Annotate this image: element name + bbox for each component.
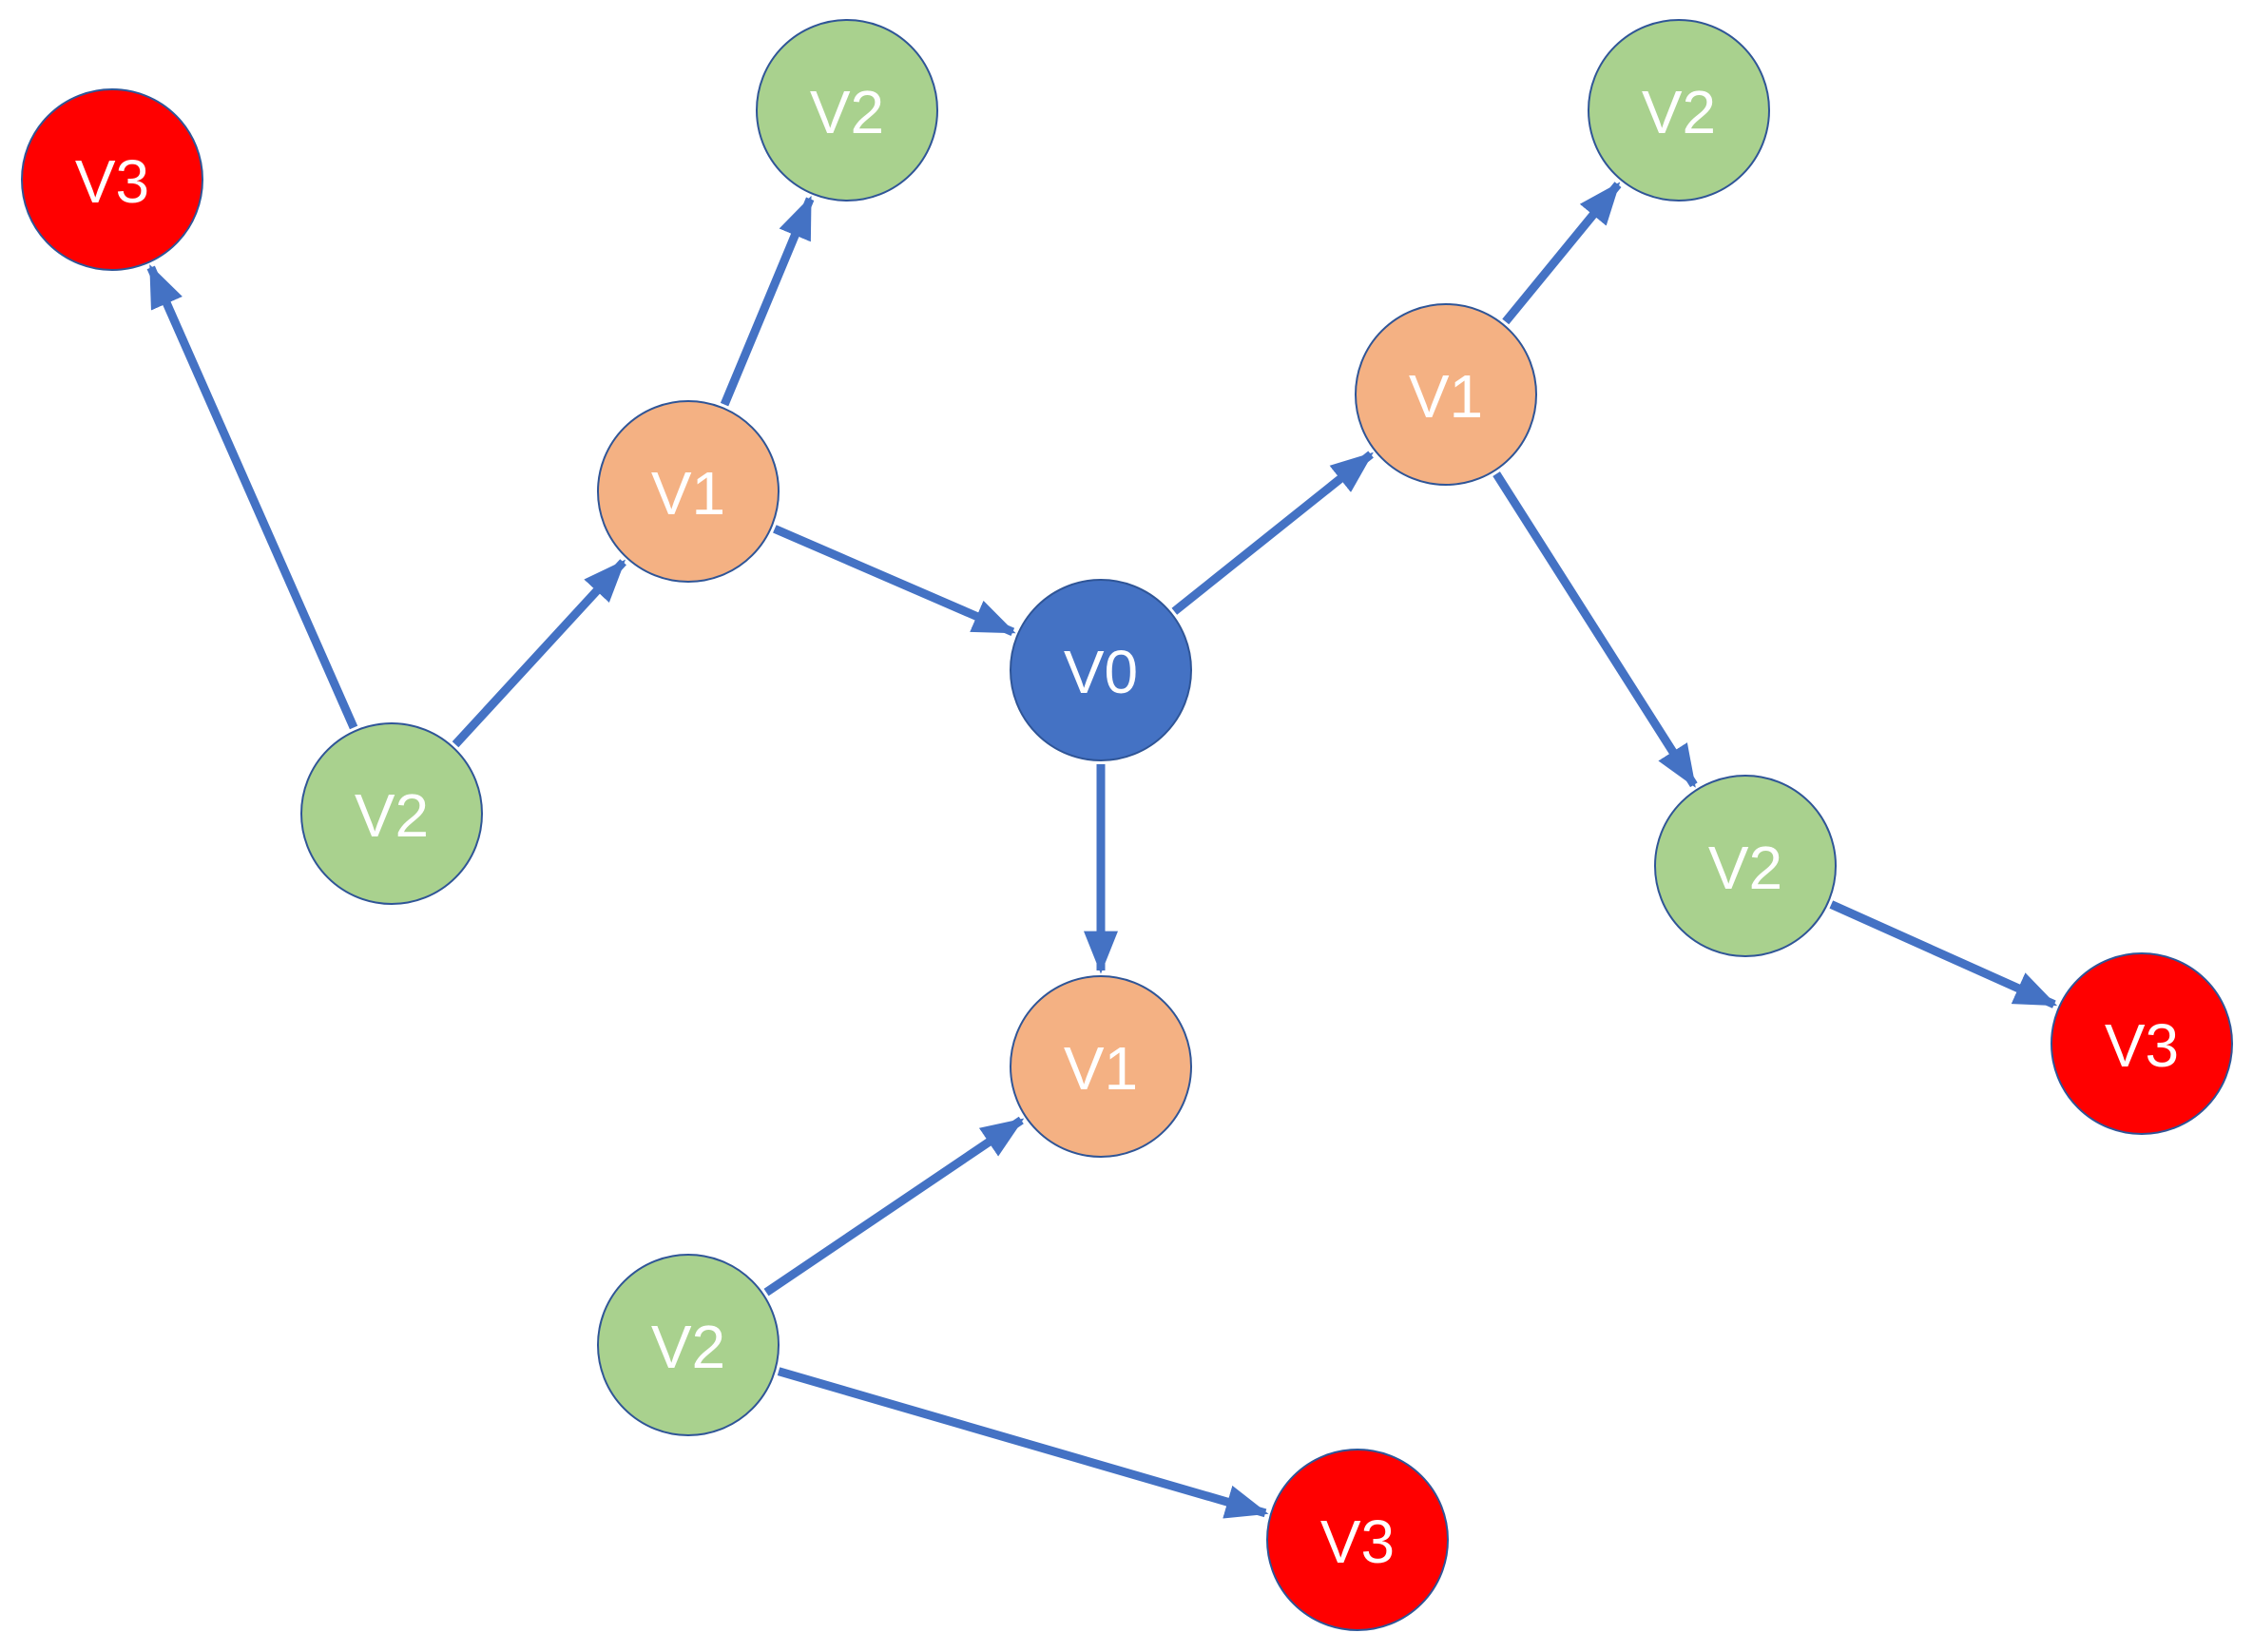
node-circle [1588, 19, 1770, 202]
node-label: V3 [2105, 1011, 2179, 1080]
edge-n8-to-n3 [763, 1116, 1025, 1297]
node-label: V2 [355, 781, 429, 850]
node-v2-n5: V2 [756, 19, 938, 202]
node-v3-n10: V3 [2051, 952, 2233, 1135]
node-v1-n3: V1 [1010, 975, 1192, 1158]
node-circle [2051, 952, 2233, 1135]
edge-n4-to-n1 [452, 559, 626, 748]
node-v3-n9: V3 [21, 88, 203, 271]
node-circle [300, 722, 483, 905]
node-v1-n1: V1 [597, 400, 780, 583]
node-label: V3 [1320, 1508, 1395, 1576]
edge-n7-to-n10 [1829, 900, 2058, 1008]
node-label: V2 [651, 1313, 725, 1381]
node-v3-n11: V3 [1266, 1449, 1449, 1631]
node-label: V3 [75, 147, 149, 216]
node-label: V1 [1409, 362, 1483, 431]
edges-layer [146, 182, 2058, 1519]
node-circle [597, 1254, 780, 1436]
node-v2-n6: V2 [1588, 19, 1770, 202]
node-v0-n0: V0 [1010, 579, 1192, 761]
edge-n2-to-n7 [1492, 471, 1698, 788]
node-circle [1266, 1449, 1449, 1631]
edge-n8-to-n11 [777, 1367, 1269, 1519]
edge-n4-to-n9 [146, 264, 358, 730]
node-circle [1010, 975, 1192, 1158]
node-circle [21, 88, 203, 271]
edge-n0-to-n2 [1171, 451, 1374, 615]
node-v2-n7: V2 [1654, 775, 1837, 957]
node-label: V2 [1708, 834, 1782, 902]
node-label: V1 [1064, 1034, 1138, 1103]
node-circle [1355, 303, 1537, 486]
node-label: V2 [810, 78, 884, 146]
node-circle [597, 400, 780, 583]
node-v2-n8: V2 [597, 1254, 780, 1436]
node-label: V0 [1064, 638, 1138, 706]
node-circle [1654, 775, 1837, 957]
edge-n2-to-n6 [1502, 182, 1622, 325]
node-circle [1010, 579, 1192, 761]
node-circle [756, 19, 938, 202]
node-label: V1 [651, 459, 725, 528]
node-v1-n2: V1 [1355, 303, 1537, 486]
edge-n1-to-n5 [720, 195, 815, 407]
edge-n1-to-n0 [773, 525, 1016, 636]
node-v2-n4: V2 [300, 722, 483, 905]
node-label: V2 [1642, 78, 1716, 146]
